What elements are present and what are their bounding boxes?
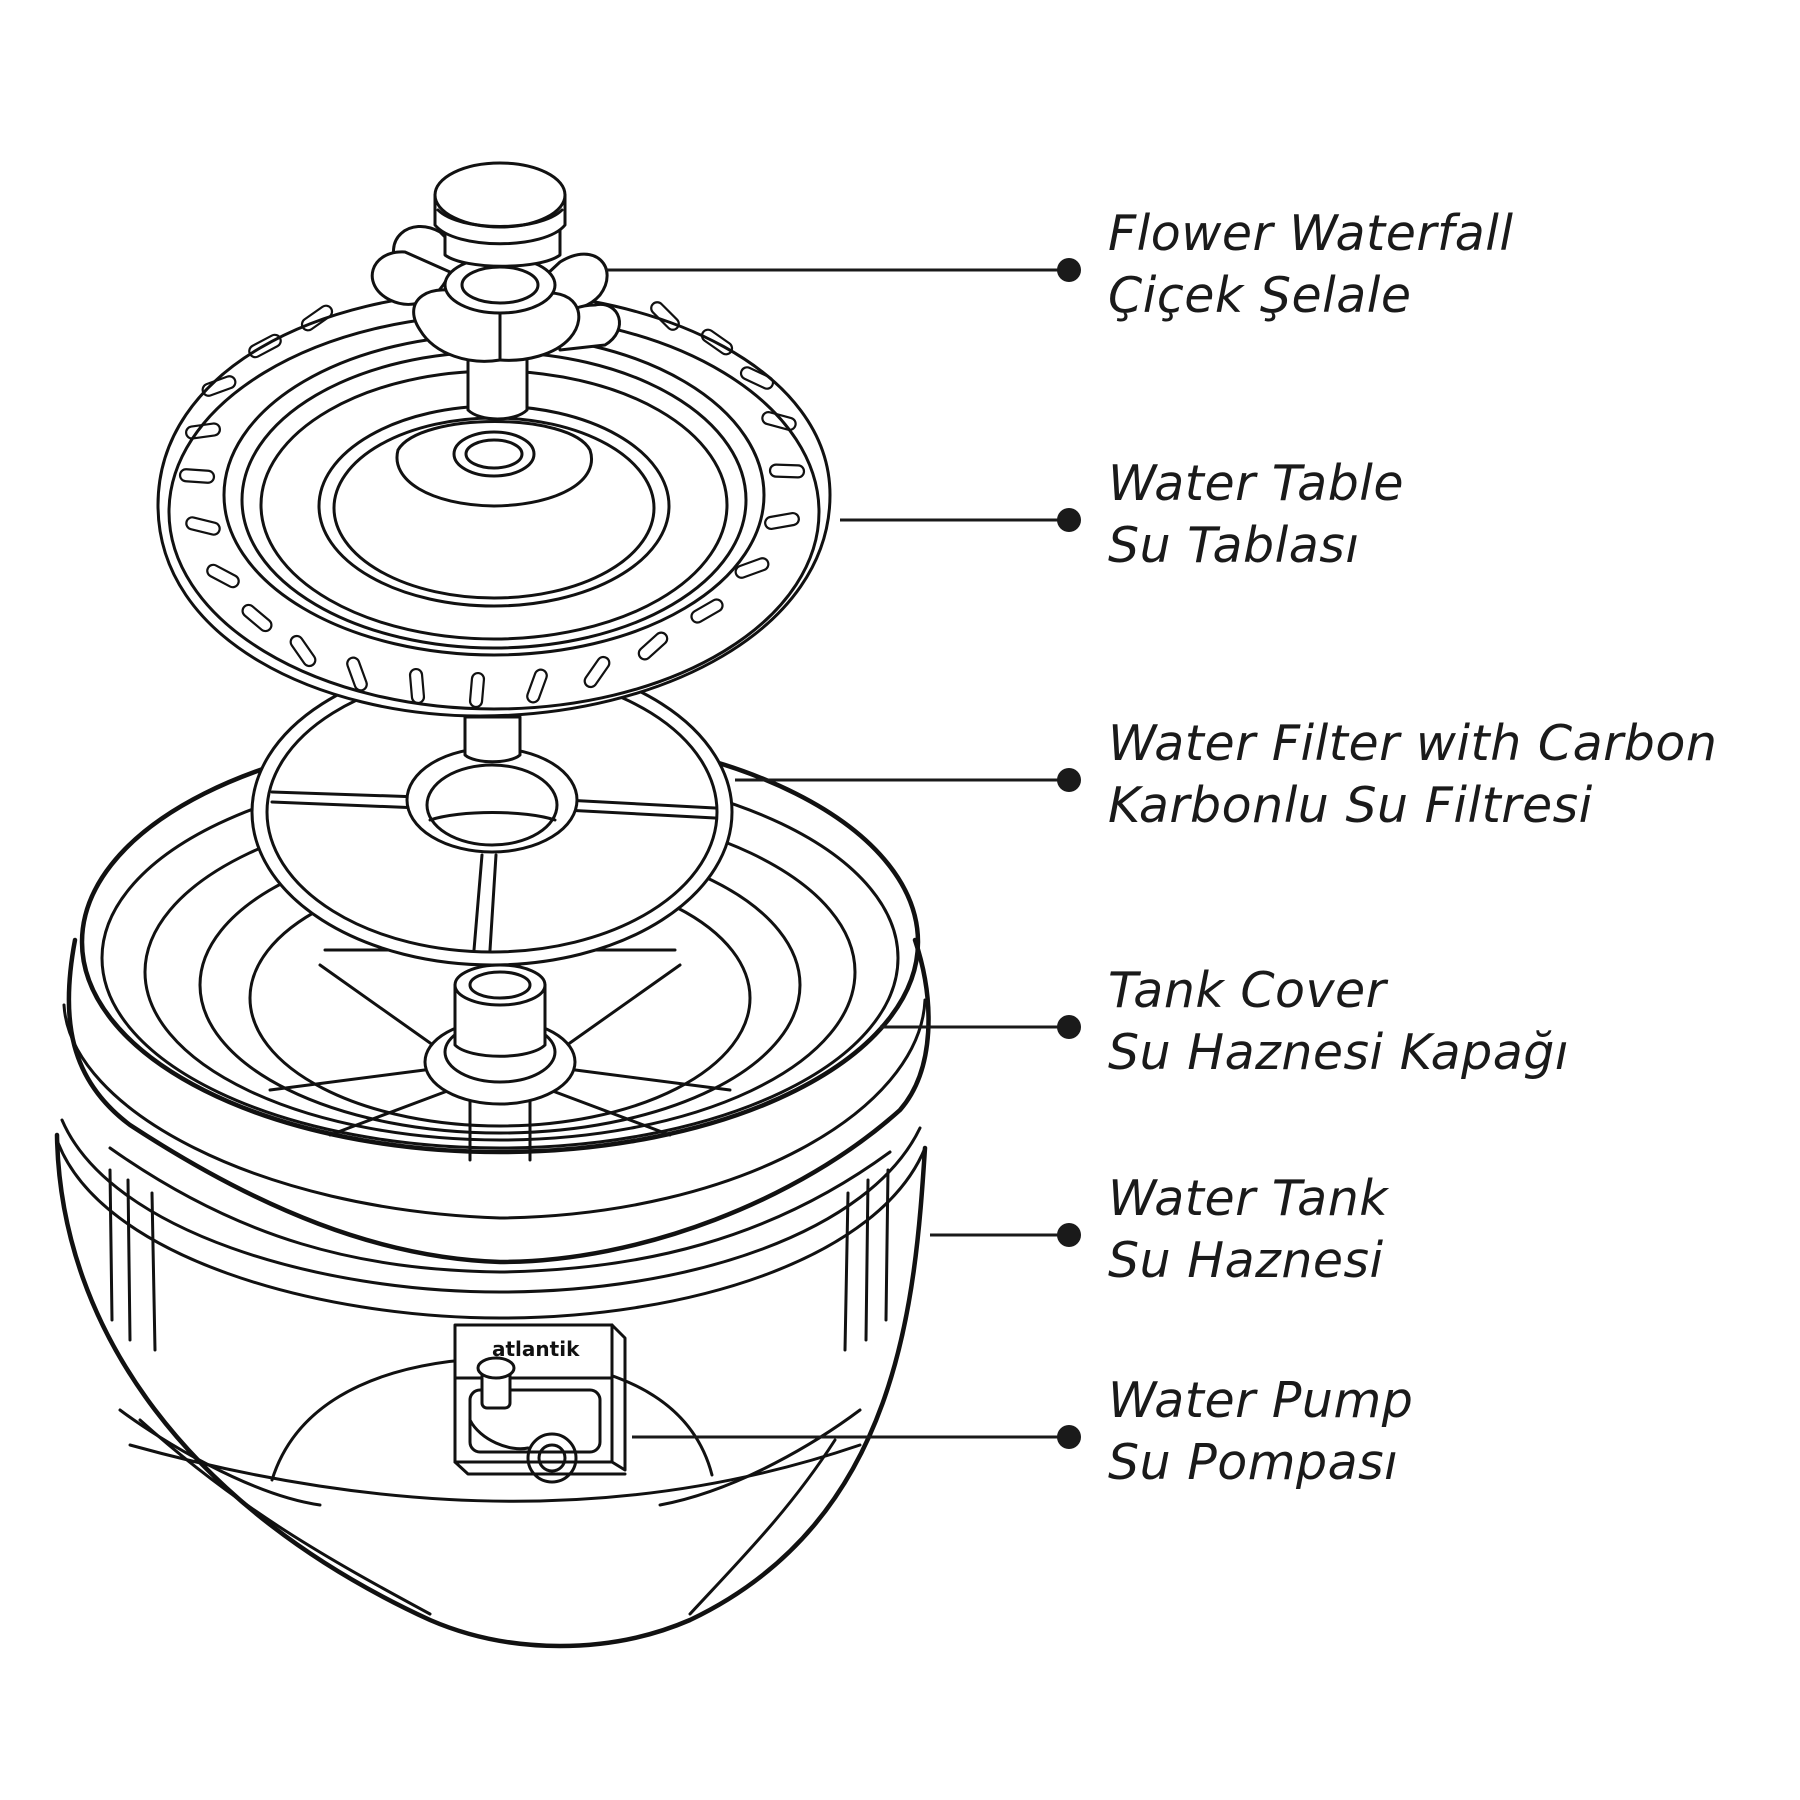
pump-brand-label: atlantik: [492, 1337, 580, 1361]
flower-waterfall-part: [370, 161, 621, 421]
dot-water-pump: [1057, 1425, 1081, 1449]
label-tank-cover-tr: Su Haznesi Kapağı: [1108, 1024, 1569, 1081]
label-water-filter-tr: Karbonlu Su Filtresi: [1108, 777, 1593, 834]
label-water-pump-en: Water Pump: [1108, 1372, 1413, 1429]
water-table-slots: [178, 301, 806, 709]
water-table-part: [156, 290, 832, 718]
dot-tank-cover: [1057, 1015, 1081, 1039]
label-water-tank-tr: Su Haznesi: [1108, 1232, 1384, 1289]
callout-labels: Flower Waterfall Çiçek Şelale Water Tabl…: [1108, 205, 1717, 1491]
label-water-tank-en: Water Tank: [1108, 1170, 1389, 1227]
label-water-filter-en: Water Filter with Carbon: [1108, 715, 1717, 772]
dot-water-table: [1057, 508, 1081, 532]
label-water-table-en: Water Table: [1108, 455, 1404, 512]
water-pump-part: atlantik: [453, 1323, 627, 1484]
leader-lines: [605, 258, 1081, 1449]
label-flower-waterfall-en: Flower Waterfall: [1108, 205, 1514, 262]
dot-water-filter: [1057, 768, 1081, 792]
dot-flower-waterfall: [1057, 258, 1081, 282]
label-water-pump-tr: Su Pompası: [1108, 1434, 1398, 1491]
label-water-table-tr: Su Tablası: [1108, 517, 1359, 574]
label-flower-waterfall-tr: Çiçek Şelale: [1108, 267, 1412, 324]
water-filter-part: [250, 657, 734, 967]
label-tank-cover-en: Tank Cover: [1108, 962, 1389, 1019]
dot-water-tank: [1057, 1223, 1081, 1247]
